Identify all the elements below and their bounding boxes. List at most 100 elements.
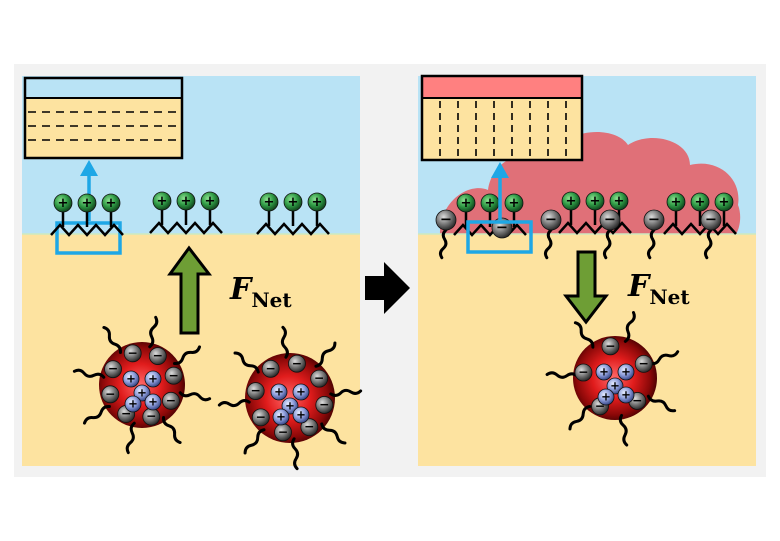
positive-surfactant-head: + bbox=[152, 191, 172, 211]
svg-text:+: + bbox=[276, 409, 286, 423]
left-inset bbox=[23, 76, 184, 160]
svg-text:−: − bbox=[256, 410, 266, 424]
positive-surfactant-head: + bbox=[259, 192, 279, 212]
svg-text:−: − bbox=[604, 212, 616, 228]
negative-ligand-charge: − bbox=[300, 418, 319, 437]
positive-core-charge: + bbox=[292, 383, 310, 401]
svg-text:−: − bbox=[105, 387, 115, 401]
negative-ligand-charge: − bbox=[274, 423, 292, 442]
positive-core-charge: + bbox=[292, 406, 310, 424]
positive-surfactant-head: + bbox=[176, 191, 196, 211]
negative-ligand-charge: − bbox=[142, 407, 161, 426]
svg-text:+: + bbox=[148, 371, 158, 385]
svg-text:−: − bbox=[545, 212, 557, 228]
positive-surfactant-head: + bbox=[714, 192, 734, 212]
positive-core-charge: + bbox=[144, 370, 162, 388]
left-inset-dashed-layers bbox=[28, 111, 180, 141]
svg-text:+: + bbox=[719, 195, 730, 210]
svg-text:+: + bbox=[82, 196, 93, 211]
positive-surfactant-head: + bbox=[77, 193, 97, 213]
negative-ligand-charge: − bbox=[164, 366, 183, 385]
positive-surfactant-head: + bbox=[609, 191, 629, 211]
positive-core-charge: + bbox=[122, 370, 140, 388]
svg-text:−: − bbox=[605, 339, 615, 353]
negative-ligand-charge: − bbox=[634, 354, 653, 373]
positive-surfactant-head: + bbox=[666, 192, 686, 212]
svg-text:+: + bbox=[296, 384, 306, 398]
left-selection-box bbox=[55, 221, 122, 255]
svg-text:+: + bbox=[566, 194, 577, 209]
svg-text:−: − bbox=[595, 399, 605, 413]
positive-surfactant-head: + bbox=[53, 193, 73, 213]
positive-surfactant-head: + bbox=[101, 193, 121, 213]
svg-text:+: + bbox=[181, 194, 192, 209]
svg-text:+: + bbox=[601, 389, 611, 403]
positive-core-charge: + bbox=[617, 386, 635, 404]
negative-ligand-charge: − bbox=[310, 369, 329, 388]
negative-ligand-charge: − bbox=[288, 354, 306, 373]
svg-text:+: + bbox=[695, 195, 706, 210]
svg-text:+: + bbox=[509, 196, 520, 211]
svg-text:−: − bbox=[292, 356, 302, 370]
svg-text:−: − bbox=[440, 212, 452, 228]
positive-surfactant-head: + bbox=[585, 191, 605, 211]
right-force-label: FNet bbox=[627, 269, 690, 309]
negative-ligand-charge: − bbox=[251, 408, 270, 427]
negative-ligand-charge: − bbox=[599, 209, 621, 231]
svg-text:+: + bbox=[274, 384, 284, 398]
negative-ligand-charge: − bbox=[101, 385, 120, 404]
negative-ligand-charge: − bbox=[246, 382, 265, 400]
right-inset-dashed-layers bbox=[439, 101, 567, 157]
positive-core-charge: + bbox=[124, 395, 142, 413]
bound-negative-ligand: − bbox=[599, 209, 621, 260]
positive-core-charge: + bbox=[133, 384, 151, 402]
bound-negative-ligand: − bbox=[700, 209, 722, 260]
left-force-label: FNet bbox=[229, 272, 292, 312]
svg-text:−: − bbox=[639, 356, 649, 370]
positive-surfactant-head: + bbox=[200, 191, 220, 211]
svg-text:−: − bbox=[319, 398, 329, 412]
svg-text:−: − bbox=[278, 425, 288, 439]
svg-text:+: + bbox=[128, 396, 138, 410]
bound-negative-ligand: − bbox=[435, 209, 457, 260]
right-arrow-icon bbox=[365, 262, 410, 314]
positive-core-charge: + bbox=[617, 363, 635, 381]
svg-text:−: − bbox=[128, 346, 138, 360]
right-inset bbox=[420, 74, 584, 162]
negative-ligand-charge: − bbox=[643, 209, 665, 231]
svg-text:+: + bbox=[137, 385, 147, 399]
negative-ligand-charge: − bbox=[315, 396, 334, 414]
svg-text:−: − bbox=[153, 349, 163, 363]
force-up-arrow-icon bbox=[167, 245, 213, 335]
positive-surfactant-head: + bbox=[504, 193, 524, 213]
positive-core-charge: + bbox=[595, 363, 613, 381]
bound-negative-ligand: − bbox=[643, 209, 665, 260]
svg-text:−: − bbox=[166, 393, 176, 407]
svg-text:−: − bbox=[251, 384, 261, 398]
svg-text:+: + bbox=[205, 194, 216, 209]
left-surfactant-layer: +++++++++ bbox=[50, 191, 330, 237]
svg-text:+: + bbox=[106, 196, 117, 211]
positive-surfactant-head: + bbox=[690, 192, 710, 212]
svg-text:−: − bbox=[705, 212, 717, 228]
svg-text:−: − bbox=[169, 368, 179, 382]
force-down-arrow-icon bbox=[562, 250, 610, 325]
negative-ligand-charge: − bbox=[700, 209, 722, 231]
svg-text:+: + bbox=[296, 407, 306, 421]
svg-text:+: + bbox=[599, 364, 609, 378]
right-surfactant-group-3: + + + bbox=[663, 192, 737, 236]
right-selection-box bbox=[466, 220, 533, 254]
right-surfactant-group-1: +++ bbox=[453, 193, 527, 237]
svg-text:+: + bbox=[621, 387, 631, 401]
left-panel: +++++++++ FNet −−−−−−−−+++++ −−−−−−−−+++… bbox=[22, 76, 363, 471]
negative-ligand-charge: − bbox=[574, 363, 593, 382]
negative-ligand-charge: − bbox=[601, 337, 620, 356]
negative-ligand-charge: − bbox=[261, 359, 280, 378]
svg-text:−: − bbox=[578, 365, 588, 379]
svg-text:−: − bbox=[121, 407, 131, 421]
svg-text:+: + bbox=[58, 196, 69, 211]
left-nanoparticle-1: −−−−−−−−+++++ bbox=[72, 315, 212, 455]
svg-text:+: + bbox=[485, 196, 496, 211]
svg-text:+: + bbox=[285, 398, 295, 412]
positive-core-charge: + bbox=[270, 383, 288, 401]
